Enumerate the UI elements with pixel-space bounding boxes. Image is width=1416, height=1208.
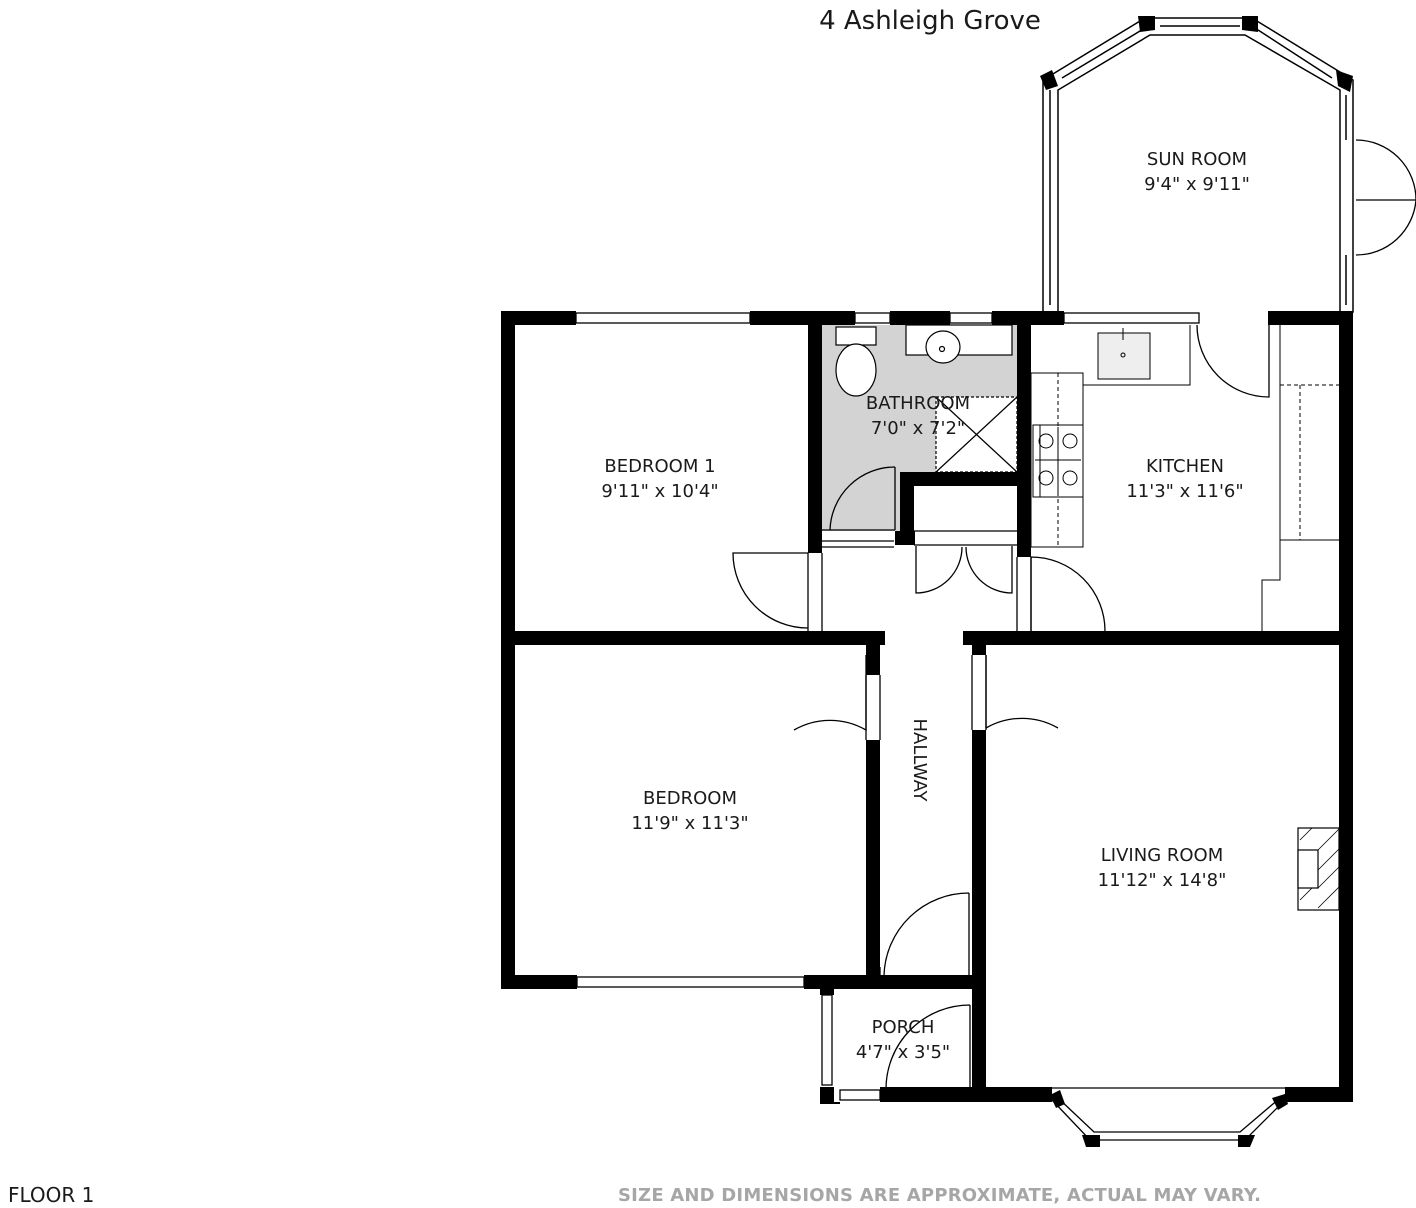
disclaimer-text: SIZE AND DIMENSIONS ARE APPROXIMATE, ACT… [618, 1185, 1262, 1206]
living-room-name: LIVING ROOM [1101, 845, 1223, 866]
sun-room-name: SUN ROOM [1147, 149, 1247, 170]
bedroom-dims: 11'9" x 11'3" [631, 813, 748, 834]
floor-label: FLOOR 1 [8, 1183, 95, 1207]
bedroom-1-name: BEDROOM 1 [604, 456, 715, 477]
sun-room-dims: 9'4" x 9'11" [1144, 174, 1250, 195]
kitchen-dims: 11'3" x 11'6" [1126, 481, 1243, 502]
porch-name: PORCH [872, 1017, 935, 1038]
plan-title: 4 Ashleigh Grove [819, 6, 1041, 36]
bedroom-1-dims: 9'11" x 10'4" [601, 481, 718, 502]
doors [732, 324, 1270, 1090]
kitchen-name: KITCHEN [1146, 456, 1224, 477]
porch-dims: 4'7" x 3'5" [856, 1042, 950, 1063]
living-room-dims: 11'12" x 14'8" [1098, 870, 1227, 891]
bedroom-name: BEDROOM [643, 788, 737, 809]
bathroom-dims: 7'0" x 7'2" [871, 418, 965, 439]
hallway-name: HALLWAY [909, 719, 930, 803]
bathroom-name: BATHROOM [866, 393, 970, 414]
walls [501, 311, 1353, 1104]
